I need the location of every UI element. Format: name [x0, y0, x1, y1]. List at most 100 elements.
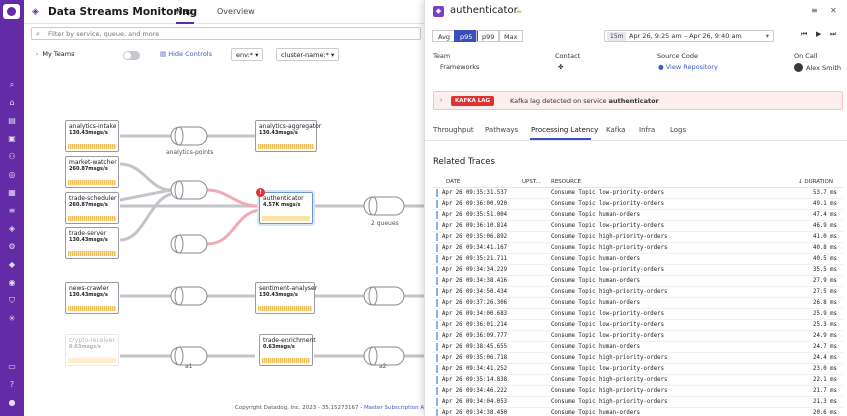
- tab-processing-latency[interactable]: Processing Latency: [531, 126, 599, 134]
- service-node-news-crawler[interactable]: news-crawler 130.43msgs/s: [65, 282, 119, 314]
- integrations-icon[interactable]: ⚙: [8, 242, 16, 251]
- tab-kafka[interactable]: Kafka: [606, 126, 626, 134]
- close-icon[interactable]: ✕: [830, 6, 837, 15]
- stat-tab-p95[interactable]: p95: [454, 30, 479, 42]
- filter-settings-icon[interactable]: ≡: [811, 6, 818, 15]
- synthetics-icon[interactable]: ◉: [8, 278, 16, 287]
- home-icon[interactable]: ⌂: [9, 98, 15, 107]
- service-map-icon[interactable]: ⚇: [8, 152, 16, 161]
- service-name: analytics-intake: [69, 123, 117, 130]
- tab-map[interactable]: Map: [176, 7, 193, 16]
- page-title: Data Streams Monitoring: [48, 6, 198, 18]
- trace-status-indicator: [436, 365, 438, 373]
- metrics-icon[interactable]: ◈: [8, 224, 16, 233]
- trace-resource: Consume Topic high-priority-orders: [551, 388, 668, 394]
- service-node-market-watcher[interactable]: market-watcher 260.87msgs/s: [65, 156, 119, 188]
- service-node-trade-scheduler[interactable]: trade-scheduler 260.87msgs/s: [65, 192, 119, 224]
- tab-infra[interactable]: Infra: [639, 126, 656, 134]
- env-select[interactable]: env:* ▾: [231, 48, 264, 61]
- cluster-select[interactable]: cluster-name:* ▾: [276, 48, 340, 61]
- user-icon[interactable]: ●: [8, 398, 16, 407]
- security-icon[interactable]: ◆: [8, 260, 16, 269]
- infrastructure-icon[interactable]: ▦: [8, 188, 16, 197]
- shield-icon[interactable]: ⛉: [9, 296, 15, 305]
- banner-service: authenticator: [608, 97, 659, 105]
- logs-icon[interactable]: ≡: [8, 206, 16, 215]
- service-node-trade-enrichment[interactable]: trade-enrichment 0.63msgs/s: [259, 334, 316, 366]
- datadog-logo-icon[interactable]: [3, 4, 20, 19]
- service-node-trade-server[interactable]: trade-server 130.43msgs/s: [65, 227, 119, 259]
- extras-icon[interactable]: ✳: [8, 314, 16, 323]
- stat-tab-p99[interactable]: p99: [476, 30, 501, 42]
- chat-icon[interactable]: ▭: [8, 362, 16, 371]
- slack-icon[interactable]: ✤: [558, 63, 564, 71]
- trace-date: Apr 26 09:35:21.711: [442, 256, 508, 262]
- time-range-picker[interactable]: 15m Apr 26, 9:25 am – Apr 26, 9:40 am ▾: [604, 30, 774, 42]
- service-node-authenticator[interactable]: authenticator 4.57K msgs/s: [259, 192, 313, 224]
- contact-label: Contact: [555, 52, 581, 60]
- trace-resource: Consume Topic high-priority-orders: [551, 245, 668, 251]
- view-repository-label: View Repository: [665, 63, 718, 71]
- trace-status-indicator: [436, 255, 438, 263]
- service-node-analytics-intake[interactable]: analytics-intake 130.43msgs/s: [65, 120, 119, 152]
- trace-resource: Consume Topic human-orders: [551, 344, 641, 350]
- service-node-analytics-aggregator[interactable]: analytics-aggregator 130.43msgs/s: [255, 120, 321, 152]
- tab-overview[interactable]: Overview: [217, 7, 255, 16]
- hide-controls-button[interactable]: ▤ Hide Controls: [160, 50, 212, 58]
- tab-throughput[interactable]: Throughput: [433, 126, 474, 134]
- service-node-crypto-receiver[interactable]: crypto-receiver 0.63msgs/s: [65, 334, 119, 366]
- trace-duration: 25.9 ms: [813, 311, 837, 317]
- rewind-icon[interactable]: ⏮: [801, 30, 808, 38]
- panel-title: authenticator: [450, 5, 518, 16]
- tab-pathways[interactable]: Pathways: [485, 126, 519, 134]
- apm-icon[interactable]: ◎: [8, 170, 16, 179]
- filter-input[interactable]: [48, 29, 418, 39]
- service-node-sentiment-analyser[interactable]: sentiment-analyser 130.43msgs/s: [255, 282, 317, 314]
- my-teams-control[interactable]: ›My Teams: [36, 50, 75, 58]
- search-icon[interactable]: ⌕: [9, 80, 15, 89]
- tab-logs[interactable]: Logs: [670, 126, 687, 134]
- on-call-user[interactable]: Alex Smith: [794, 63, 841, 72]
- monitors-icon[interactable]: ▣: [8, 134, 16, 143]
- page-header: ◈ Data Streams Monitoring Map Overview: [24, 0, 424, 24]
- service-rate: 260.87msgs/s: [69, 166, 108, 172]
- subscription-link[interactable]: Master Subscription Agree: [363, 405, 437, 411]
- trace-duration: 40.8 ms: [813, 245, 837, 251]
- column-upstream[interactable]: UPST...: [522, 179, 541, 185]
- column-duration[interactable]: ↓ DURATION: [798, 179, 833, 185]
- my-teams-toggle[interactable]: [123, 51, 140, 60]
- column-date[interactable]: DATE: [446, 179, 461, 185]
- column-resource[interactable]: RESOURCE: [551, 179, 582, 185]
- stat-tab-avg[interactable]: Avg: [432, 30, 457, 42]
- dashboards-icon[interactable]: ▤: [8, 116, 16, 125]
- view-repository-link[interactable]: ● View Repository: [658, 63, 718, 71]
- trace-resource: Consume Topic low-priority-orders: [551, 190, 664, 196]
- forward-icon[interactable]: ⏭: [830, 30, 837, 38]
- time-chip: 15m: [607, 32, 627, 41]
- help-icon[interactable]: ?: [9, 380, 15, 389]
- kafka-lag-banner[interactable]: › KAFKA LAG Kafka lag detected on servic…: [433, 91, 843, 110]
- play-icon[interactable]: ▶: [816, 30, 822, 38]
- stat-tab-max[interactable]: Max: [498, 30, 524, 42]
